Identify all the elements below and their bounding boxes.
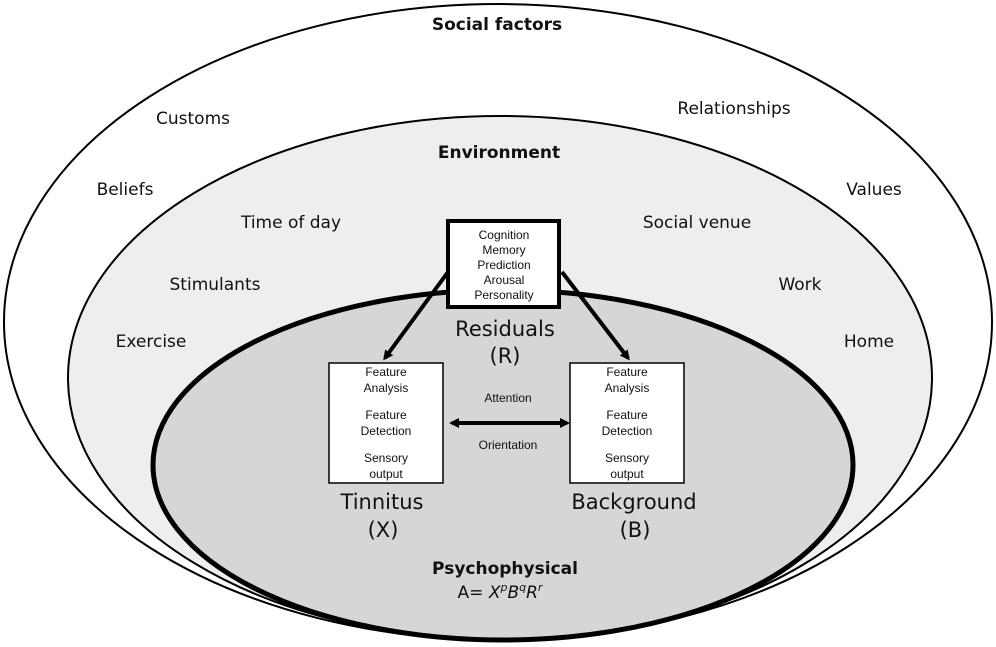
- social-item-beliefs: Beliefs: [97, 180, 154, 200]
- tinnitus-line-output: output: [369, 467, 403, 481]
- social-item-customs: Customs: [156, 109, 230, 129]
- background-line-output: output: [610, 467, 644, 481]
- residuals-label: Residuals: [455, 317, 555, 341]
- tinnitus-line-feature: Feature: [365, 365, 407, 379]
- residuals-box: Cognition Memory Prediction Arousal Pers…: [446, 219, 561, 309]
- formula-exp-q: q: [519, 581, 526, 594]
- residuals-line-personality: Personality: [474, 288, 533, 302]
- arrow-residuals-to-background: [560, 270, 630, 361]
- environment-item-social-venue: Social venue: [643, 213, 751, 233]
- orientation-label: Orientation: [479, 438, 538, 452]
- formula-base-r: R: [526, 583, 538, 603]
- background-line-analysis: Analysis: [605, 381, 650, 395]
- tinnitus-line-feature-2: Feature: [365, 408, 407, 422]
- formula-base-x: X: [488, 583, 501, 603]
- environment-title: Environment: [438, 143, 560, 163]
- social-factors-title: Social factors: [432, 15, 562, 35]
- residuals-line-cognition: Cognition: [479, 228, 530, 242]
- formula-prefix: A=: [458, 583, 489, 603]
- tinnitus-line-detection: Detection: [361, 424, 412, 438]
- background-box: Feature Analysis Feature Detection Senso…: [569, 362, 685, 484]
- environment-item-time-of-day: Time of day: [240, 213, 341, 233]
- formula-base-b: B: [507, 583, 519, 603]
- residuals-line-prediction: Prediction: [477, 258, 530, 272]
- tinnitus-label: Tinnitus: [340, 490, 424, 514]
- social-item-relationships: Relationships: [677, 99, 790, 119]
- environment-item-work: Work: [778, 275, 821, 295]
- environment-item-exercise: Exercise: [116, 332, 187, 352]
- attention-label: Attention: [484, 391, 531, 405]
- background-line-feature-2: Feature: [606, 408, 648, 422]
- background-symbol: (B): [620, 518, 651, 542]
- background-label: Background: [571, 490, 696, 514]
- residuals-line-arousal: Arousal: [484, 273, 525, 287]
- arrow-residuals-to-tinnitus: [383, 270, 450, 361]
- environment-item-home: Home: [844, 332, 894, 352]
- residuals-symbol: (R): [490, 344, 521, 368]
- social-item-values: Values: [846, 180, 902, 200]
- formula-exp-p: p: [499, 581, 507, 594]
- tinnitus-symbol: (X): [368, 518, 399, 542]
- tinnitus-line-analysis: Analysis: [364, 381, 409, 395]
- formula-exp-r: r: [538, 581, 544, 594]
- tinnitus-box: Feature Analysis Feature Detection Senso…: [328, 362, 444, 484]
- residuals-line-memory: Memory: [482, 243, 525, 257]
- psychophysical-title: Psychophysical: [432, 559, 578, 579]
- background-line-feature: Feature: [606, 365, 648, 379]
- background-line-detection: Detection: [602, 424, 653, 438]
- environment-item-stimulants: Stimulants: [170, 275, 261, 295]
- background-line-sensory: Sensory: [605, 451, 649, 465]
- psychophysical-formula: A= XpBqRr: [458, 581, 544, 603]
- tinnitus-line-sensory: Sensory: [364, 451, 408, 465]
